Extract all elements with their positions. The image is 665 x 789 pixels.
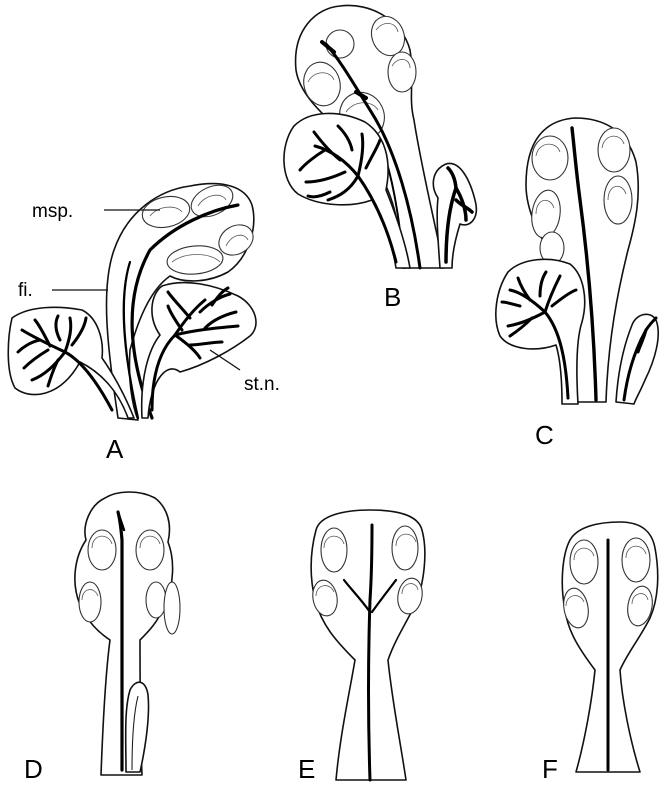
panel-e-drawing [310,510,425,780]
panel-b-sporangium-2 [388,52,416,92]
panel-letter-d: D [24,754,43,784]
panel-f-sporangium-1 [570,540,598,584]
panel-d-sporangium-5 [164,582,180,634]
panel-letter-b: B [384,282,401,312]
panel-d-drawing [75,492,180,775]
panel-f-sporangium-2 [622,538,650,582]
stn-label: st.n. [244,374,280,395]
panel-d-sporangium-4 [146,582,166,618]
panel-b-sporangium-5 [326,30,354,58]
panel-letter-a: A [106,434,124,464]
panel-e-sporangium-1 [321,528,347,572]
panel-d-sporangium-3 [79,582,101,622]
panel-c-drawing [496,118,658,404]
panel-letter-e: E [298,754,315,784]
fi-label: fi. [18,280,33,301]
panel-a-right-sterile-lobe [142,283,256,418]
panel-c-sporangium-2 [598,128,630,172]
panel-letter-c: C [535,420,554,450]
panel-c-sporangium-1 [532,136,568,180]
panel-letter-f: F [542,754,558,784]
panel-c-left-sterile-lobe [496,259,585,404]
panel-e-sporangium-2 [392,526,418,570]
panel-b-drawing [284,5,476,268]
msp-label: msp. [32,201,73,222]
panel-d-appendage [126,682,149,772]
panel-c-small-lobe [616,314,658,404]
panel-f-drawing [561,522,658,772]
